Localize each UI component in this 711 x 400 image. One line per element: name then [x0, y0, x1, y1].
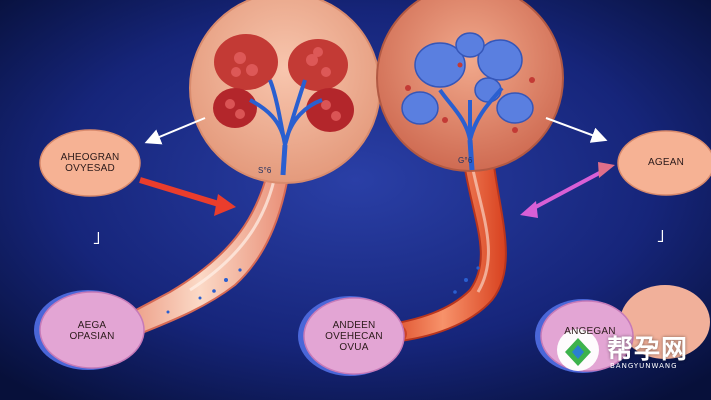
- label-ovals: [34, 129, 711, 376]
- left-tick-mark: ˩: [92, 228, 101, 249]
- oval-bottom-center: [303, 297, 405, 375]
- healthy-ovary-icon: [189, 0, 381, 184]
- oval-top-left: [39, 129, 141, 197]
- label-bottom-left: AEGA OPASIAN: [69, 320, 115, 342]
- right-tick-mark: ˩: [656, 226, 665, 247]
- logo-icon: [557, 329, 599, 371]
- left-tube-label: S°6: [258, 166, 272, 175]
- label-top-right: AGEAN: [647, 157, 684, 168]
- right-tube-label: G°6: [458, 156, 473, 165]
- oval-bottom-right-back: [620, 285, 710, 359]
- watermark-subtext: BANGYUNWANG: [610, 362, 678, 370]
- label-bottom-center: ANDEEN OVEHECAN OVUA: [325, 320, 383, 353]
- oval-top-right: [617, 130, 711, 196]
- label-top-left: AHEOGRAN OVYESAD: [60, 152, 120, 174]
- watermark-text: 帮孕网: [607, 335, 689, 365]
- cystic-ovary-icon: [376, 0, 564, 172]
- oval-bottom-left: [39, 291, 145, 369]
- label-bottom-right: ANGEGAN: [564, 326, 616, 337]
- arrows: [139, 117, 615, 218]
